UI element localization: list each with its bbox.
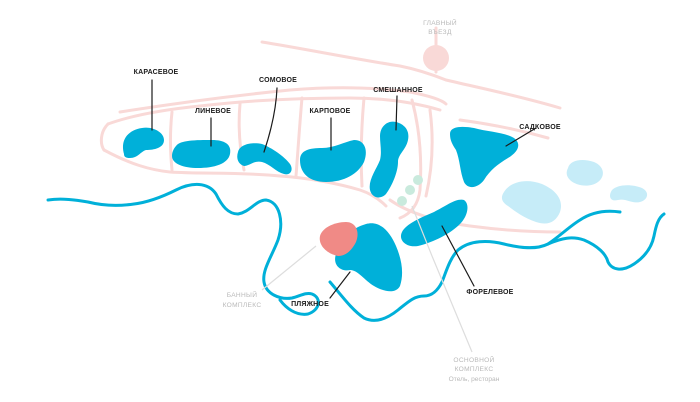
buildings — [319, 45, 449, 256]
road-div-3 — [294, 96, 304, 178]
road-mid-east — [398, 98, 423, 220]
leader-forelevoe — [441, 225, 475, 287]
road-block-bottom — [102, 148, 388, 208]
pond-somovoe — [237, 143, 292, 175]
pond-light-1 — [501, 181, 562, 224]
pond-light-3 — [610, 185, 648, 203]
entrance-gate-icon — [423, 45, 449, 71]
road-south — [388, 198, 562, 234]
leader-smeshannoe — [395, 95, 398, 131]
label-linevoe: ЛИНЕВОЕ — [195, 108, 231, 115]
label-forelevoe: ФОРЕЛЕВОЕ — [466, 289, 513, 296]
pond-linevoe — [172, 140, 231, 168]
pond-light-2 — [566, 160, 603, 186]
pond-smeshannoe — [369, 121, 409, 198]
label-smeshannoe: СМЕШАННОЕ — [373, 87, 423, 94]
leader-main-complex — [411, 205, 473, 353]
main-complex-building-1 — [413, 175, 423, 185]
leader-sadkovoe — [505, 127, 537, 147]
leader-plyazhnoe — [329, 271, 351, 299]
pond-karpovoe — [300, 140, 366, 182]
road-upper-lane — [118, 86, 448, 114]
road-mid-lane — [424, 108, 434, 198]
label-plyazhnoe: ПЛЯЖНОЕ — [291, 301, 329, 308]
roads — [99, 26, 562, 234]
label-banny-line2: КОМПЛЕКС — [223, 302, 262, 309]
pond-sadkovoe — [450, 126, 519, 188]
pond-forelevoe — [400, 199, 468, 247]
grey-leaders — [261, 205, 473, 353]
river — [46, 183, 666, 322]
label-entrance-line1: ГЛАВНЫЙ — [423, 18, 457, 27]
main-complex-building-2 — [405, 185, 415, 195]
label-sadkovoe: САДКОВОЕ — [519, 124, 561, 131]
road-west-end — [99, 122, 110, 152]
label-banny-line1: БАННЫЙ — [227, 290, 257, 299]
bath-complex-building — [319, 222, 358, 256]
dark-leaders — [151, 79, 537, 299]
label-main-complex-line1: ОСНОВНОЙ — [453, 355, 494, 364]
label-karpovoe: КАРПОВОЕ — [309, 108, 350, 115]
road-east — [458, 118, 550, 140]
road-div-1 — [169, 110, 174, 172]
label-somovoe: СОМОВОЕ — [259, 77, 297, 84]
pond-karasevoe — [122, 127, 164, 158]
water — [46, 121, 666, 322]
labels: ГЛАВНЫЙ ВЪЕЗД КАРАСЕВОЕ ЛИНЕВОЕ СОМОВОЕ … — [134, 18, 561, 383]
road-top-loop — [260, 40, 562, 110]
label-entrance-line2: ВЪЕЗД — [428, 29, 452, 36]
road-div-4 — [359, 96, 366, 188]
leader-somovoe — [263, 87, 278, 153]
leader-banny — [261, 245, 317, 291]
river-branch — [546, 209, 622, 246]
label-main-complex-line2: КОМПЛЕКС — [455, 366, 494, 373]
label-karasevoe: КАРАСЕВОЕ — [134, 69, 179, 76]
label-main-complex-sub: Отель, ресторан — [449, 376, 500, 383]
main-complex-building-3 — [397, 196, 407, 206]
